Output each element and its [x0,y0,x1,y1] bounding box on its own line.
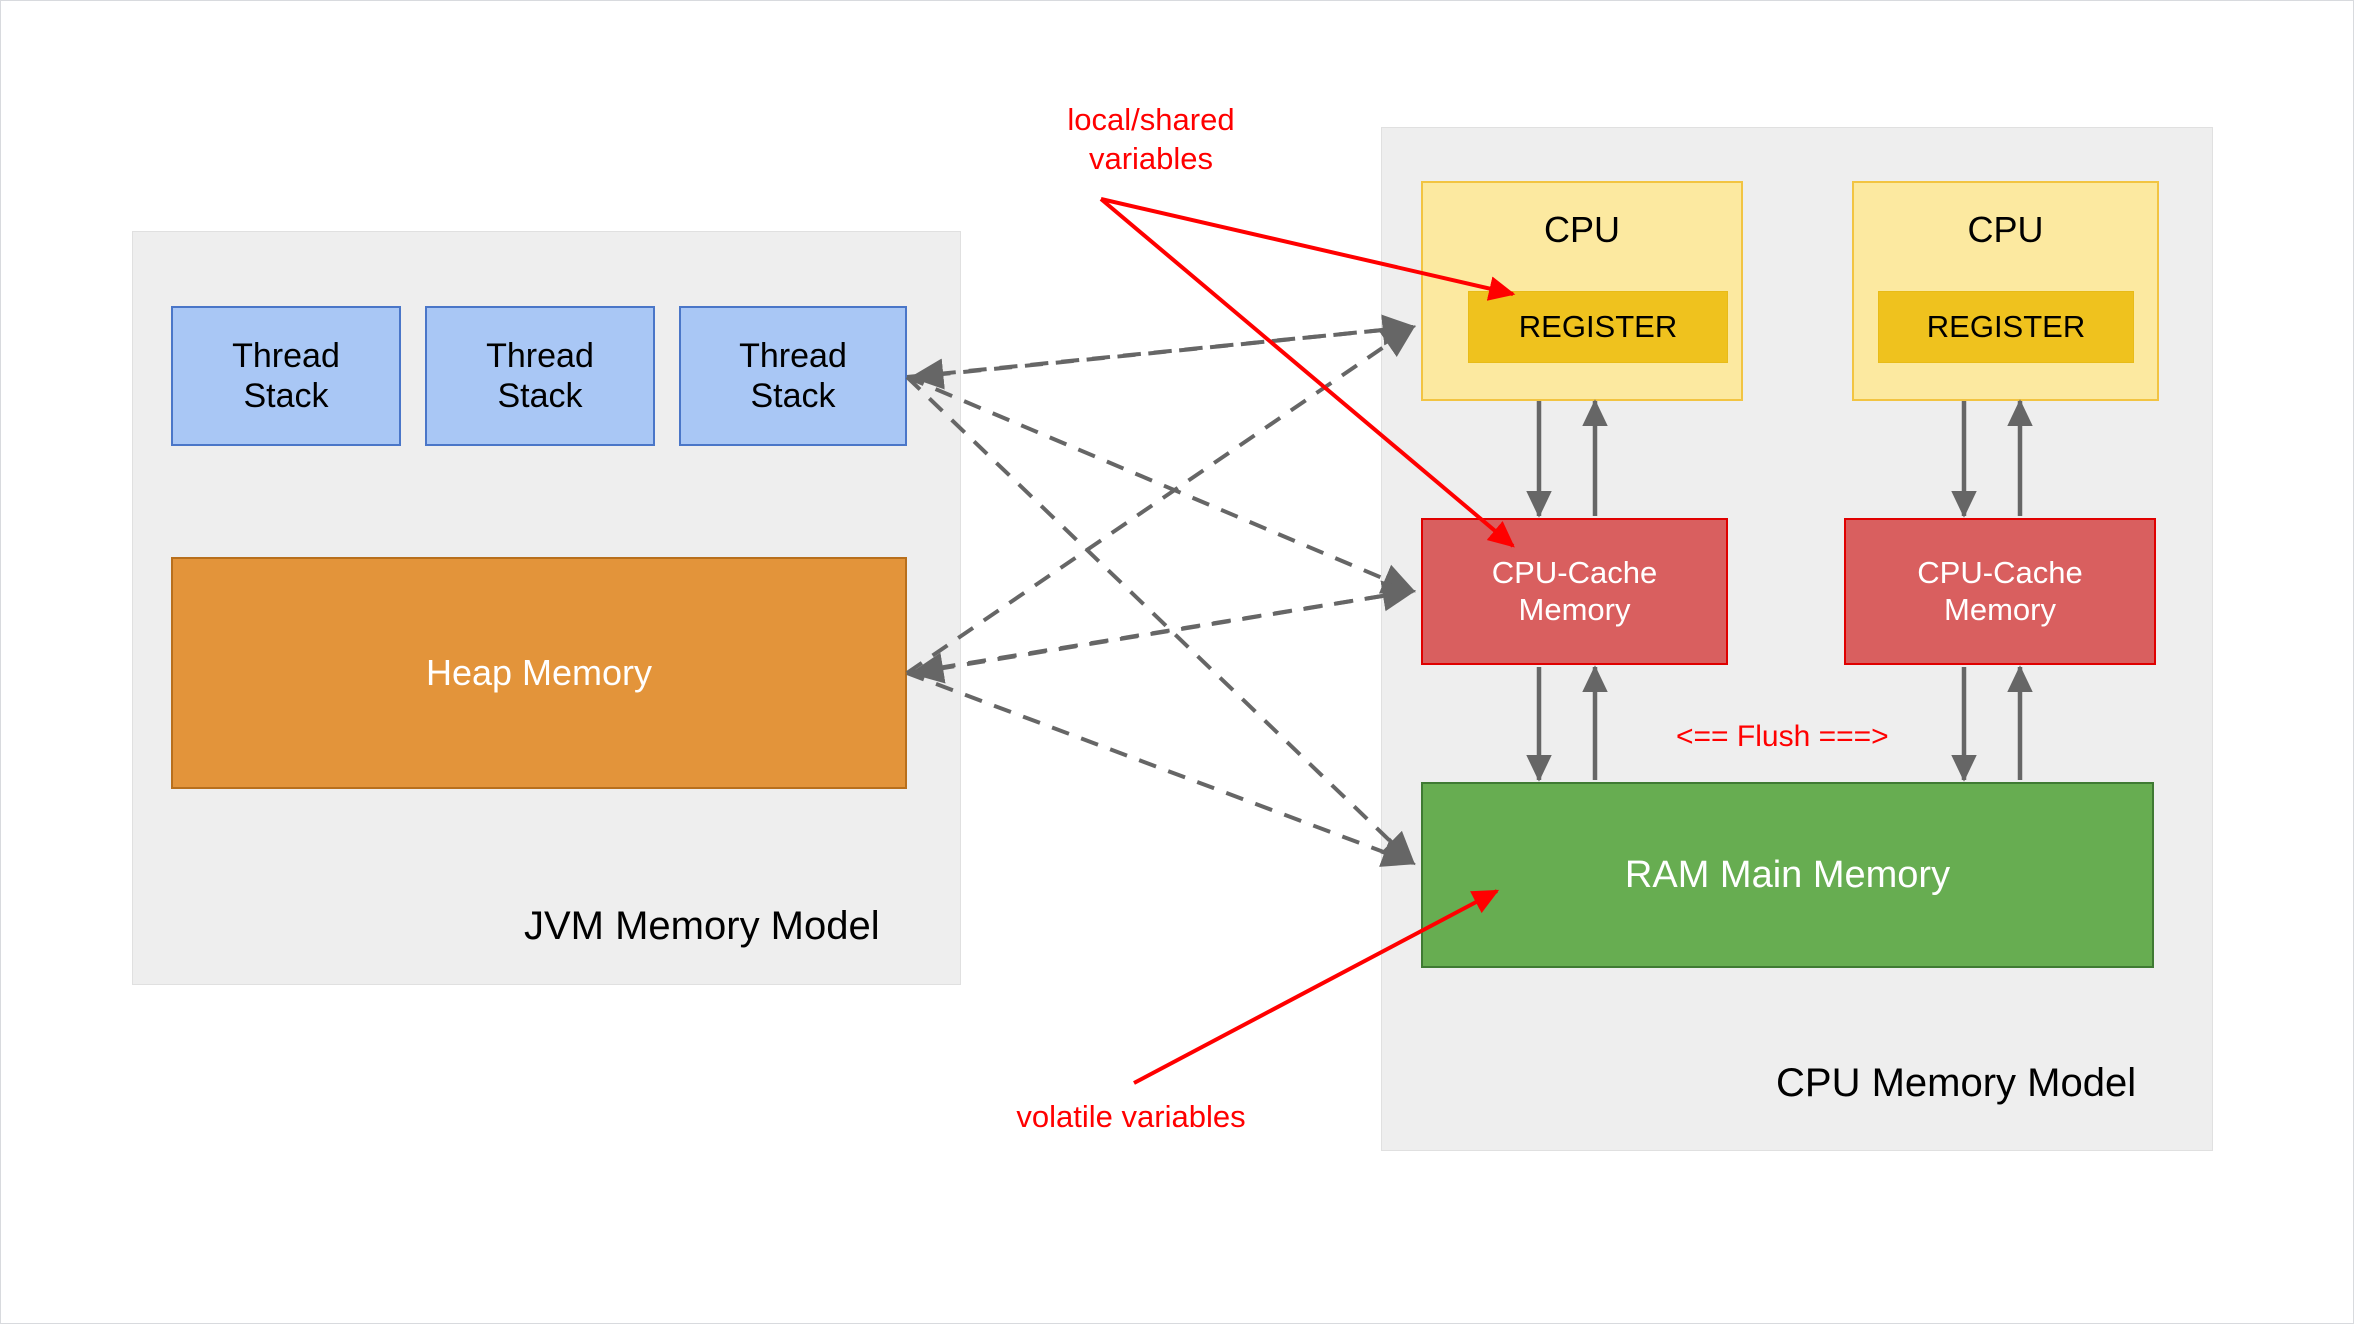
ram-main-memory-box: RAM Main Memory [1421,782,2154,968]
register-box-1: REGISTER [1468,291,1728,363]
local-shared-variables-label: local/shared variables [1067,102,1235,176]
thread-stack-box-2: Thread Stack [425,306,655,446]
volatile-variables-label: volatile variables [1016,1099,1246,1134]
cpu-cache-box-2: CPU-Cache Memory [1844,518,2156,665]
thread-stack-box-1: Thread Stack [171,306,401,446]
connector-heap-to-register [905,325,1416,675]
cpu-panel-title: CPU Memory Model [1776,1061,2137,1105]
jvm-panel-title: JVM Memory Model [524,904,880,948]
heap-memory-box: Heap Memory [171,557,907,789]
connector-threadstack-to-register [906,314,1417,379]
connector-threadstack-to-cache [906,375,1416,594]
connector-register-to-threadstack [909,325,1414,390]
thread-stack-box-3: Thread Stack [679,306,907,446]
register-box-2: REGISTER [1878,291,2134,363]
connector-threadstack-to-ram [905,375,1416,866]
flush-label: <== Flush ===> [1676,720,1889,753]
connector-cache-to-heap [909,589,1414,684]
cpu-cache-box-1: CPU-Cache Memory [1421,518,1728,665]
connector-heap-to-ram [906,671,1416,867]
connector-heap-to-cache [906,580,1417,675]
